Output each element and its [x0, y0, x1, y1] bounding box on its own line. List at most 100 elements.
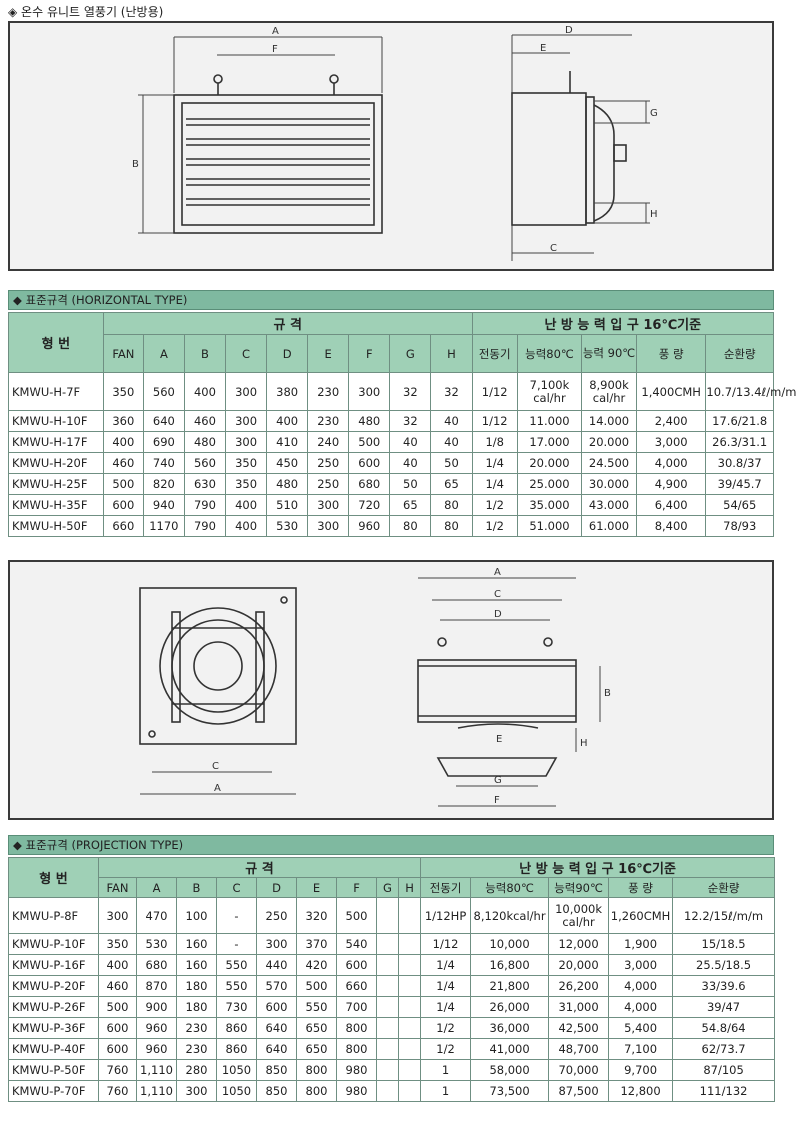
table-cell: 230 — [176, 1017, 217, 1039]
table-cell: 180 — [176, 996, 217, 1018]
projection-drawing-panel: C A A C D B E H G F — [8, 560, 774, 820]
table-cell: 500 — [336, 897, 377, 934]
table-cell: 9,700 — [608, 1059, 674, 1081]
table-cell: 40 — [389, 431, 432, 453]
col-header: C — [216, 877, 257, 898]
table-cell: 240 — [307, 431, 350, 453]
table-cell: 380 — [266, 372, 309, 411]
table-cell: 250 — [307, 473, 350, 495]
table-cell: 1/12 — [420, 933, 472, 955]
col-header: E — [307, 334, 350, 373]
table-cell: 26,000 — [470, 996, 550, 1018]
col-group-spec: 규 격 — [102, 312, 473, 335]
table-cell: 300 — [98, 897, 137, 934]
projection-unit-drawing: C A A C D B E H G F — [139, 567, 611, 807]
table-cell: 350 — [98, 933, 137, 955]
table-cell: 550 — [216, 975, 257, 997]
table-cell — [376, 954, 399, 976]
table-cell: 650 — [296, 1017, 337, 1039]
table-cell: 400 — [98, 954, 137, 976]
projection-section-title: ◆ 표준규격 (PROJECTION TYPE) — [8, 835, 774, 855]
dim-label: G — [650, 108, 658, 119]
horizontal-spec-table: 형 번 규 격 난 방 능 력 입 구 16℃기준 FAN A B C D E … — [8, 312, 796, 537]
table-cell: 460 — [98, 975, 137, 997]
col-header: D — [266, 334, 309, 373]
table-cell: 32 — [389, 410, 432, 432]
table-cell: 400 — [266, 410, 309, 432]
table-cell: 78/93 — [705, 515, 774, 537]
table-cell: 870 — [136, 975, 177, 997]
col-header: C — [224, 334, 268, 373]
table-cell: 14.000 — [581, 410, 637, 432]
table-cell — [397, 996, 422, 1018]
table-cell: 760 — [98, 1080, 137, 1102]
table-cell: 1/4 — [420, 954, 472, 976]
table-cell: 1/8 — [471, 431, 518, 453]
table-cell: 560 — [142, 372, 185, 411]
table-cell: 25.000 — [516, 473, 583, 495]
table-cell: 860 — [216, 1017, 257, 1039]
dim-label: E — [540, 43, 546, 54]
table-cell: 1 — [420, 1059, 472, 1081]
table-cell: 280 — [176, 1059, 217, 1081]
model-cell: KMWU-P-40F — [8, 1038, 99, 1060]
table-cell: 640 — [142, 410, 185, 432]
table-cell: 500 — [102, 473, 144, 495]
table-cell: 8,400 — [635, 515, 707, 537]
model-cell: KMWU-P-70F — [8, 1080, 99, 1102]
table-cell: 1/2 — [471, 515, 518, 537]
table-cell: 26,200 — [548, 975, 610, 997]
dim-label: C — [550, 243, 557, 254]
table-cell: 87,500 — [548, 1080, 610, 1102]
table-cell: 1050 — [216, 1059, 257, 1081]
col-group-heating: 난 방 능 력 입 구 16℃기준 — [471, 312, 775, 335]
table-cell: 8,900k cal/hr — [581, 372, 637, 411]
table-cell: 54/65 — [705, 494, 774, 516]
table-cell: 80 — [430, 494, 473, 516]
table-cell: 300 — [348, 372, 391, 411]
table-cell: 21,800 — [470, 975, 550, 997]
table-cell: 300 — [307, 494, 350, 516]
col-header: 순환량 — [672, 877, 776, 898]
table-cell: 410 — [266, 431, 309, 453]
table-cell — [376, 933, 399, 955]
table-cell: 65 — [430, 473, 473, 495]
table-cell: 12,000 — [548, 933, 610, 955]
dim-label: H — [580, 738, 588, 749]
col-header: H — [397, 877, 422, 898]
table-cell: 230 — [176, 1038, 217, 1060]
table-cell: 1/12HP — [420, 897, 472, 934]
dim-label: C — [494, 589, 501, 600]
table-cell: 15/18.5 — [672, 933, 776, 955]
table-cell: 111/132 — [672, 1080, 776, 1102]
table-cell: 180 — [176, 975, 217, 997]
table-cell: 30.000 — [581, 473, 637, 495]
col-header: 능력90℃ — [548, 877, 610, 898]
table-cell: 820 — [142, 473, 185, 495]
table-cell: 250 — [256, 897, 297, 934]
table-cell: 1/4 — [471, 452, 518, 474]
table-cell: 370 — [296, 933, 337, 955]
model-cell: KMWU-H-10F — [8, 410, 104, 432]
table-cell: 1/4 — [471, 473, 518, 495]
table-cell: 360 — [102, 410, 144, 432]
table-cell: 600 — [98, 1017, 137, 1039]
model-cell: KMWU-P-8F — [8, 897, 99, 934]
table-cell: 740 — [142, 452, 185, 474]
table-cell: 50 — [389, 473, 432, 495]
table-cell: 4,000 — [635, 452, 707, 474]
table-cell: 43.000 — [581, 494, 637, 516]
table-cell: 500 — [296, 975, 337, 997]
table-cell: 39/47 — [672, 996, 776, 1018]
horizontal-drawing-panel: A F B D E G H C — [8, 21, 774, 271]
table-cell: 50 — [430, 452, 473, 474]
table-cell — [397, 1059, 422, 1081]
table-cell: 12,800 — [608, 1080, 674, 1102]
